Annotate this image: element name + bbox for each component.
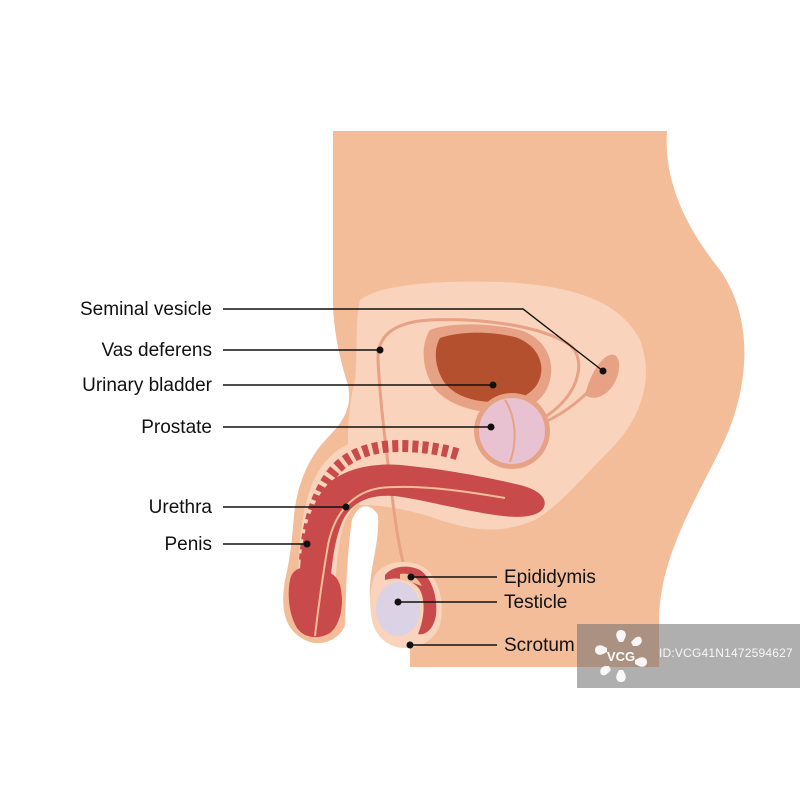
testicle <box>376 582 420 636</box>
label-epididymis: Epididymis <box>504 567 596 588</box>
label-scrotum: Scrotum <box>504 635 575 656</box>
seminal-vesicle-duct <box>544 388 592 424</box>
corpus-stripes <box>299 439 462 561</box>
leader-prostate <box>223 423 495 431</box>
leader-urinary-bladder <box>223 381 497 389</box>
leader-vas-deferens <box>223 346 384 354</box>
leader-testicle <box>394 598 497 606</box>
vcg-logo-icon: VCG <box>595 630 647 682</box>
label-urinary-bladder: Urinary bladder <box>82 375 213 396</box>
watermark-banner: VCG ID:VCG41N1472594627 <box>577 624 800 688</box>
epididymis <box>385 566 437 635</box>
label-penis: Penis <box>164 534 212 555</box>
label-vas-deferens: Vas deferens <box>101 340 212 361</box>
label-urethra: Urethra <box>149 497 213 518</box>
leader-urethra <box>223 503 350 511</box>
prostate-urethra-line <box>504 399 516 463</box>
prostate <box>479 398 545 464</box>
label-testicle: Testicle <box>504 592 567 613</box>
watermark-id: ID:VCG41N1472594627 <box>659 646 793 660</box>
leader-seminal-vesicle <box>223 308 607 375</box>
watermark-brand: VCG <box>607 649 635 664</box>
leader-epididymis <box>407 573 497 581</box>
seminal-vesicle <box>585 354 620 398</box>
leader-scrotum <box>406 641 497 649</box>
glans <box>288 567 342 638</box>
leader-penis <box>223 540 311 548</box>
label-prostate: Prostate <box>141 417 212 438</box>
urethra-line <box>314 485 506 637</box>
label-seminal-vesicle: Seminal vesicle <box>80 299 212 320</box>
